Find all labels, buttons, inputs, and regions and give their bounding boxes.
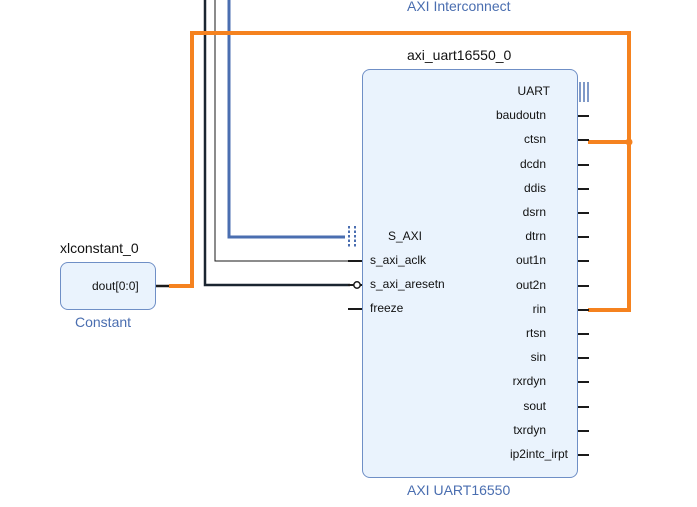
port-label-s-axi-aclk: s_axi_aclk — [370, 253, 427, 267]
port-label-out1n: out1n — [515, 253, 546, 267]
uart-instance-name: axi_uart16550_0 — [407, 47, 512, 63]
port-label-dsrn: dsrn — [522, 205, 546, 219]
port-label-s-axi: S_AXI — [388, 229, 423, 243]
port-label-freeze: freeze — [370, 301, 404, 315]
constant-ip-label: Constant — [75, 314, 132, 330]
constant-instance-name: xlconstant_0 — [60, 240, 139, 256]
port-label-rtsn: rtsn — [525, 326, 546, 340]
active-low-bubble-icon — [353, 281, 361, 289]
port-label-out2n: out2n — [515, 278, 546, 292]
port-label-s-axi-aresetn: s_axi_aresetn — [370, 277, 445, 291]
port-label-dcdn: dcdn — [519, 157, 546, 171]
port-label-rxrdyn: rxrdyn — [512, 374, 546, 388]
net-junction — [625, 138, 633, 146]
port-label-dtrn: dtrn — [525, 229, 546, 243]
port-label-uart: UART — [517, 84, 550, 98]
aresetn-wire[interactable] — [203, 0, 350, 287]
port-label-ddis: ddis — [523, 181, 546, 195]
port-label-ctsn: ctsn — [523, 132, 546, 146]
constant-block[interactable] — [60, 262, 156, 310]
port-label-rin: rin — [532, 302, 546, 316]
port-label-sin: sin — [530, 350, 546, 364]
interconnect-ip-label: AXI Interconnect — [407, 0, 511, 14]
port-label-baudoutn: baudoutn — [495, 108, 546, 122]
constant-net-wire[interactable] — [169, 31, 631, 312]
port-label-sout: sout — [523, 399, 546, 413]
constant-port-label: dout[0:0] — [92, 279, 139, 293]
axi-bus-wire[interactable] — [227, 0, 345, 239]
aclk-wire[interactable] — [214, 0, 348, 262]
axi-uart16550-block[interactable] — [362, 69, 578, 478]
port-label-txrdyn: txrdyn — [513, 423, 546, 437]
uart-ip-label: AXI UART16550 — [407, 482, 511, 498]
port-label-ip2intc-irpt: ip2intc_irpt — [509, 447, 568, 461]
